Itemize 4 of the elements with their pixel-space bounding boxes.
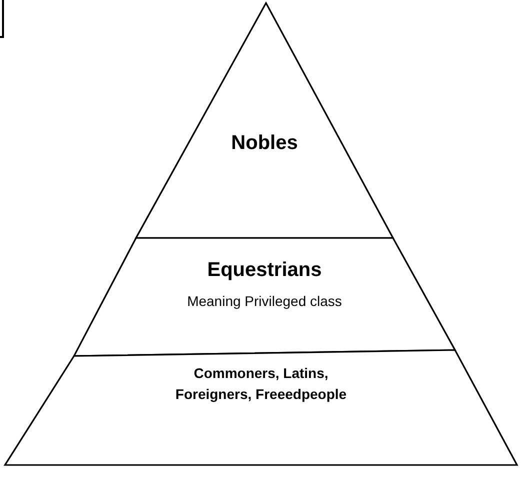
tier-label: Nobles <box>230 131 299 156</box>
tier-label: Commoners, Latins, Foreigners, Freeedpeople <box>174 364 348 404</box>
tier-description: Meaning Privileged class <box>186 292 343 311</box>
tier-label: Equestrians <box>206 258 323 283</box>
